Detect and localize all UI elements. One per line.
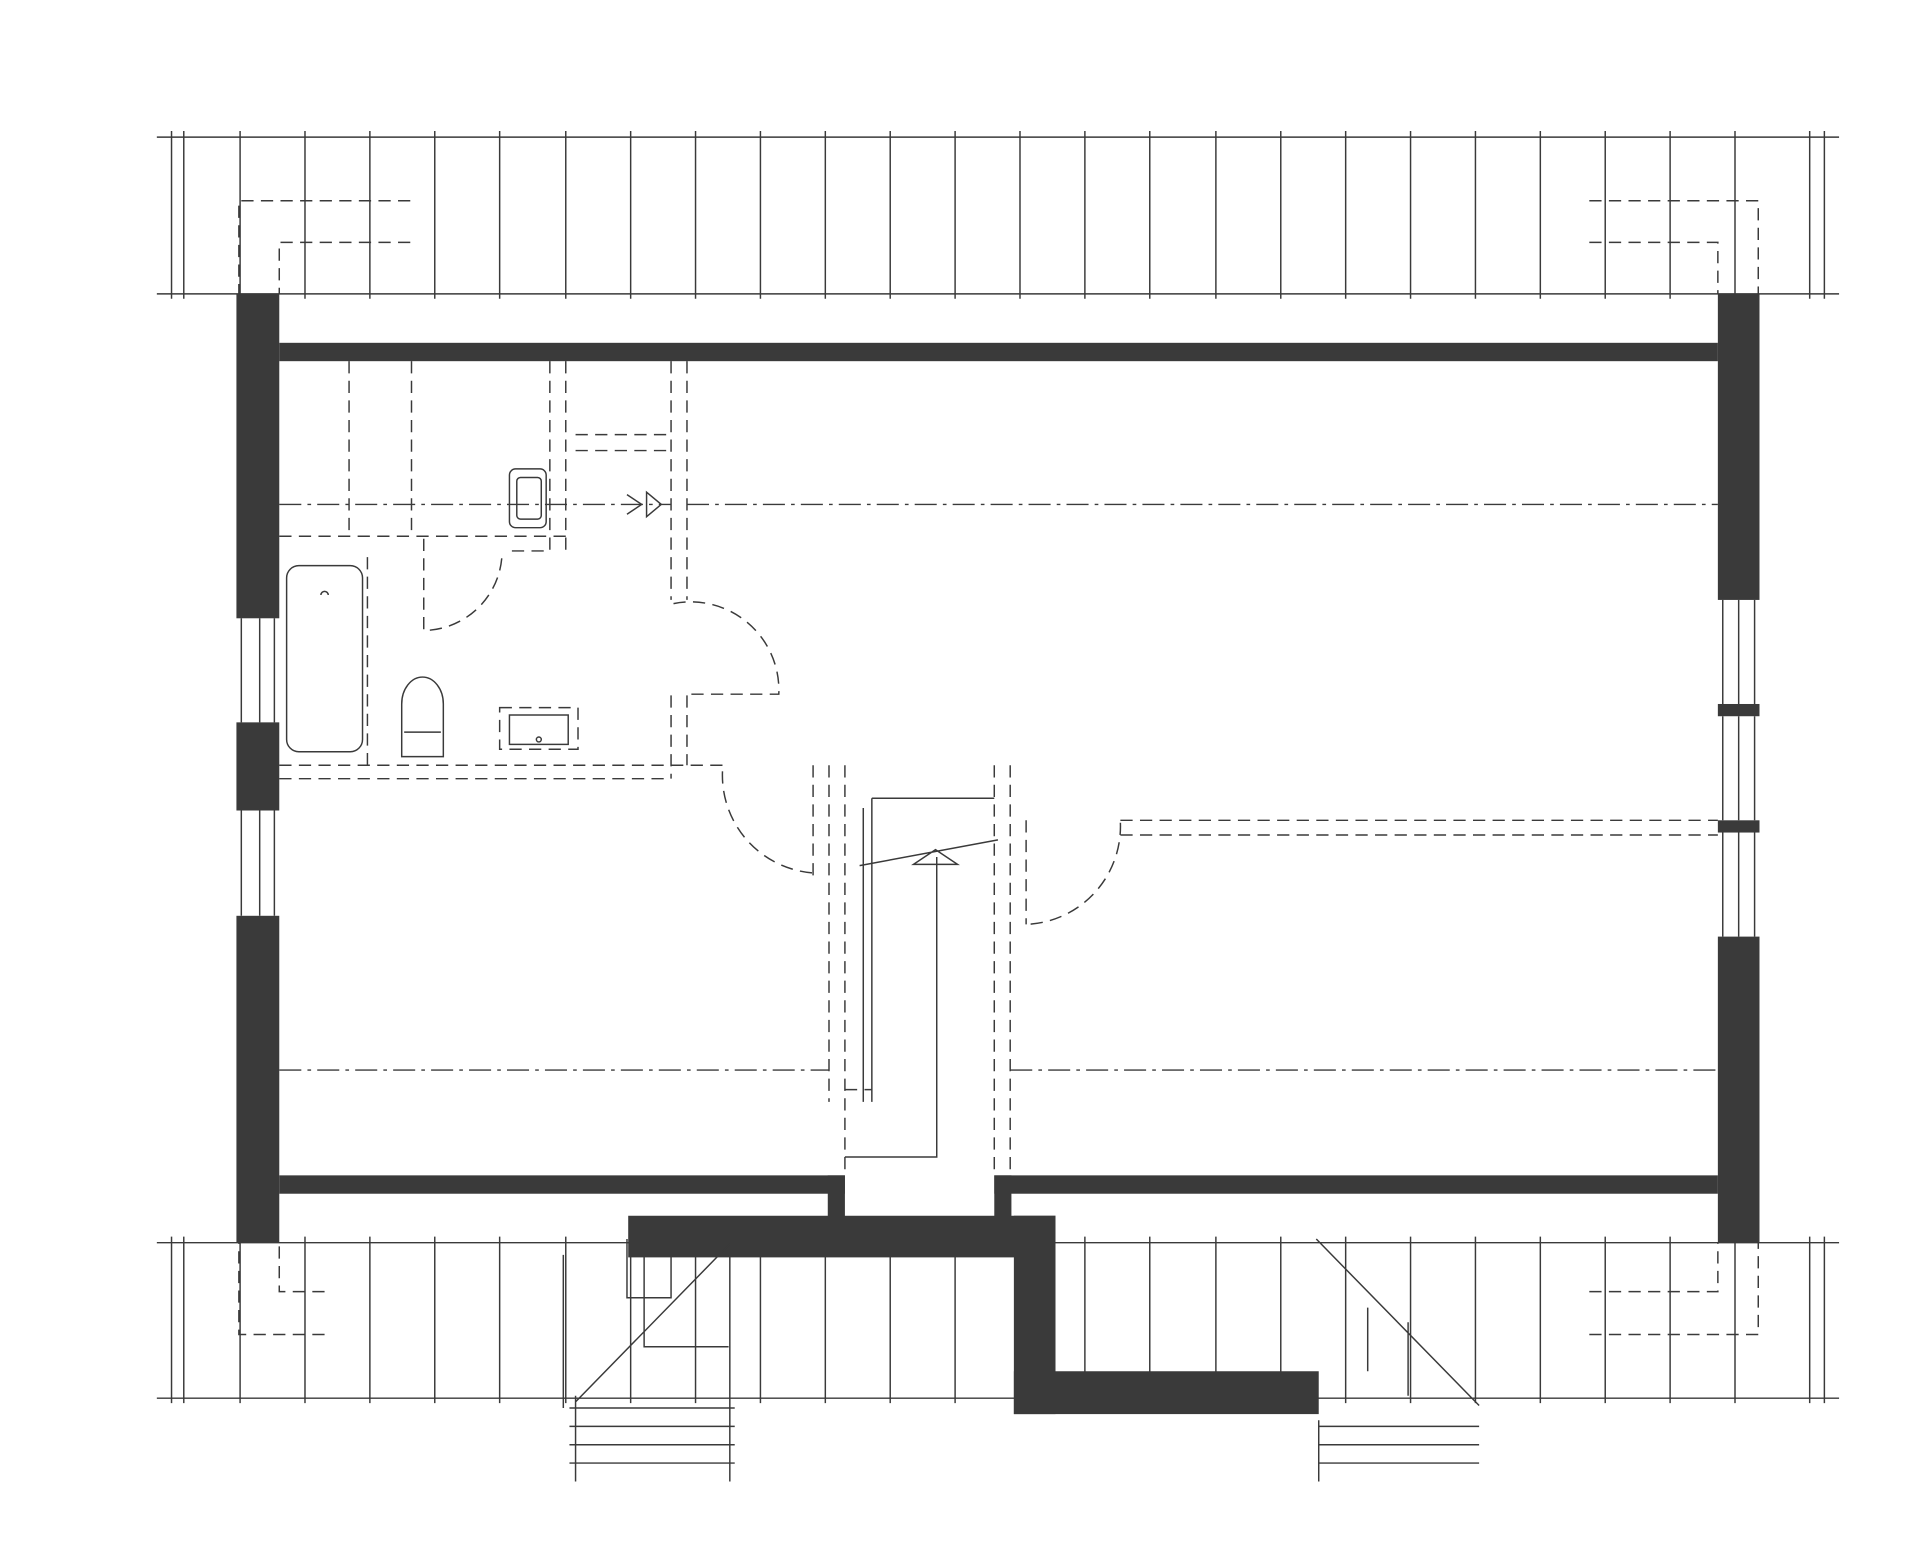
sink-icon xyxy=(498,706,579,751)
windows xyxy=(240,599,1756,937)
center-lines xyxy=(279,503,1718,1071)
bathtub-icon xyxy=(285,564,364,753)
walls xyxy=(236,293,1760,1415)
toilet-icon xyxy=(400,676,445,758)
chimney-marks xyxy=(238,200,1759,1336)
arrow-icon xyxy=(626,490,663,519)
roof-top xyxy=(156,131,1840,299)
doors xyxy=(423,538,1122,926)
roof-bottom xyxy=(156,1236,1840,1404)
interior-partitions xyxy=(279,361,1718,1176)
staircase xyxy=(562,797,1480,1482)
washbasin-icon xyxy=(508,468,547,529)
